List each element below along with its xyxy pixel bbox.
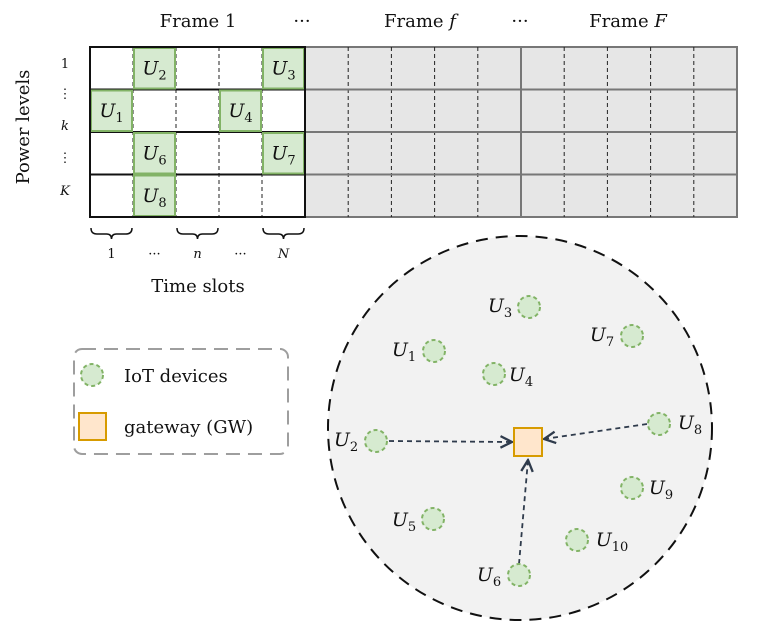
slot-cell-U3 xyxy=(262,47,305,90)
row-label-0: 1 xyxy=(61,57,69,72)
slot-label-U8: U8 xyxy=(142,185,166,211)
device-label-U10: U10 xyxy=(596,529,629,555)
device-U5-icon xyxy=(421,507,445,531)
device-label-U1: U1 xyxy=(392,339,416,365)
device-U6-icon xyxy=(507,563,531,587)
slot-label-1: ··· xyxy=(148,247,160,262)
frame-F-label: Frame F xyxy=(589,11,668,32)
frames-gray-area xyxy=(304,46,738,218)
frame-ellipsis-1: ··· xyxy=(293,11,310,32)
device-label-U7: U7 xyxy=(590,324,614,350)
slot-label-U1: U1 xyxy=(99,100,123,126)
slot-braces: 1 ··· n ··· N xyxy=(90,227,305,262)
legend-gateway-icon xyxy=(78,412,107,441)
slot-label-2: n xyxy=(193,247,201,262)
legend-device-icon xyxy=(80,363,104,387)
legend-iot-label: IoT devices xyxy=(124,366,228,387)
frame-1-border xyxy=(89,46,306,218)
device-label-U3: U3 xyxy=(488,295,512,321)
power-levels-axis-label: Power levels xyxy=(13,70,34,185)
device-label-U2: U2 xyxy=(334,429,358,455)
slot-label-3: ··· xyxy=(234,247,246,262)
slot-brace-0 xyxy=(90,227,133,240)
legend: IoT devices gateway (GW) xyxy=(73,348,289,455)
slot-cell-border xyxy=(219,89,262,132)
device-U8-icon xyxy=(647,412,671,436)
slot-cell-U6 xyxy=(133,132,176,175)
device-label-U5: U5 xyxy=(392,509,416,535)
slot-cell-U1 xyxy=(90,89,133,132)
slot-label-U3: U3 xyxy=(271,57,295,83)
device-U3-icon xyxy=(517,295,541,319)
legend-box xyxy=(73,348,289,455)
slot-label-U6: U6 xyxy=(142,142,166,168)
slot-cell-U4 xyxy=(219,89,262,132)
device-label-U6: U6 xyxy=(477,564,501,590)
slot-cell-U7 xyxy=(262,132,305,175)
device-U10-icon xyxy=(565,528,589,552)
device-U1-icon xyxy=(422,339,446,363)
row-label-4: K xyxy=(59,184,71,199)
slot-label-U2: U2 xyxy=(142,57,166,83)
slot-cell-U8 xyxy=(133,174,176,217)
slot-brace-4 xyxy=(262,227,305,240)
slot-cell-U2 xyxy=(133,47,176,90)
device-U4-icon xyxy=(482,362,506,386)
time-slots-axis-label: Time slots xyxy=(151,276,245,297)
row-label-2: k xyxy=(61,119,69,134)
device-U2-icon xyxy=(364,429,388,453)
arrow-u2-to-gw xyxy=(388,441,512,442)
row-label-1: ⋮ xyxy=(59,87,72,102)
frame-f-label: Frame f xyxy=(384,11,459,32)
gateway-icon xyxy=(513,427,543,457)
device-label-U4: U4 xyxy=(509,364,533,390)
slot-label-U7: U7 xyxy=(271,142,295,168)
slot-brace-2 xyxy=(176,227,219,240)
device-U7-icon xyxy=(620,324,644,348)
frame-ellipsis-2: ··· xyxy=(511,11,528,32)
slot-label-4: N xyxy=(277,247,290,262)
device-U9-icon xyxy=(620,476,644,500)
device-label-U8: U8 xyxy=(678,412,702,438)
slot-cell-border xyxy=(133,132,176,175)
device-label-U9: U9 xyxy=(649,477,673,503)
row-label-3: ⋮ xyxy=(59,151,72,166)
slot-label-0: 1 xyxy=(107,247,115,262)
legend-gateway-label: gateway (GW) xyxy=(124,417,253,438)
frame-1-label: Frame 1 xyxy=(160,11,237,32)
row-labels: 1 ⋮ k ⋮ K xyxy=(59,57,72,199)
slot-label-U4: U4 xyxy=(228,100,252,126)
